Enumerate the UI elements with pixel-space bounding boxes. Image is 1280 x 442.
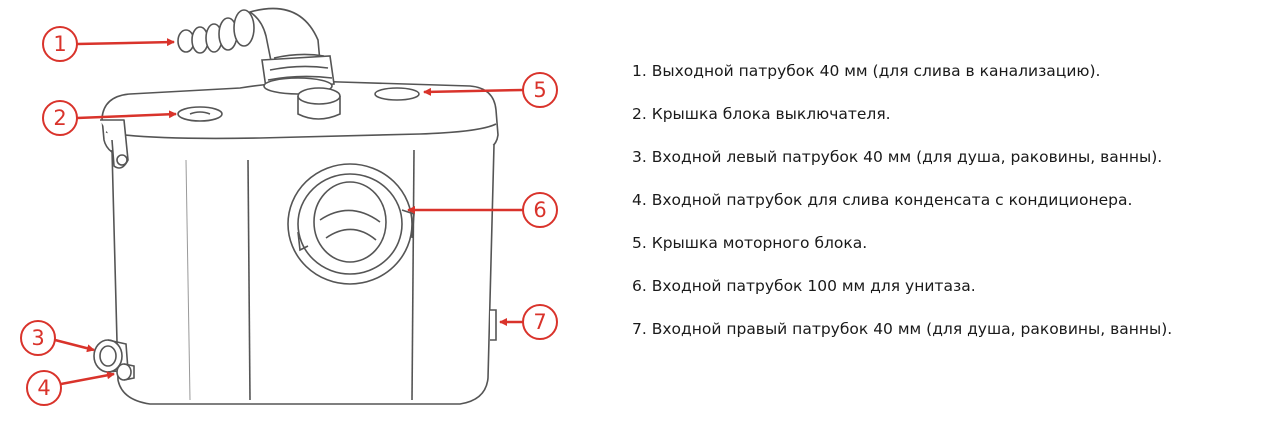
callout-number: 5 [533, 78, 546, 102]
callout-4: 4 [26, 370, 115, 406]
legend-item-3: 3. Входной левый патрубок 40 мм (для душ… [632, 148, 1163, 166]
legend-list: 1. Выходной патрубок 40 мм (для слива в … [632, 58, 1272, 359]
callout-number: 4 [37, 376, 50, 400]
top-cap [297, 87, 341, 120]
callout-7: 7 [499, 304, 558, 340]
callout-3: 3 [20, 320, 95, 356]
legend-item-4: 4. Входной патрубок для слива конденсата… [632, 191, 1133, 209]
legend-item-2: 2. Крышка блока выключателя. [632, 105, 891, 123]
right-inlet [490, 309, 497, 341]
callout-1: 1 [42, 26, 175, 62]
callouts: 1 2 3 4 5 6 7 [20, 26, 558, 406]
callout-number: 3 [31, 326, 44, 350]
pump-diagram: 1 2 3 4 5 6 7 [20, 7, 558, 406]
legend-item-6: 6. Входной патрубок 100 мм для унитаза. [632, 277, 976, 295]
callout-number: 6 [533, 198, 546, 222]
legend-item-7: 7. Входной правый патрубок 40 мм (для ду… [632, 320, 1173, 338]
toilet-inlet [287, 163, 415, 285]
callout-number: 7 [533, 310, 546, 334]
callout-2: 2 [42, 100, 177, 136]
legend-item-1: 1. Выходной патрубок 40 мм (для слива в … [632, 62, 1101, 80]
outlet-pipe [177, 7, 335, 95]
switch-unit-cover [177, 106, 223, 122]
callout-number: 1 [53, 32, 66, 56]
callout-5: 5 [423, 72, 558, 108]
callout-number: 2 [53, 106, 66, 130]
condensate-inlet [116, 363, 135, 381]
left-inlet [93, 339, 129, 373]
motor-unit-cover [374, 87, 420, 101]
callout-6: 6 [407, 192, 558, 228]
legend-item-5: 5. Крышка моторного блока. [632, 234, 868, 252]
